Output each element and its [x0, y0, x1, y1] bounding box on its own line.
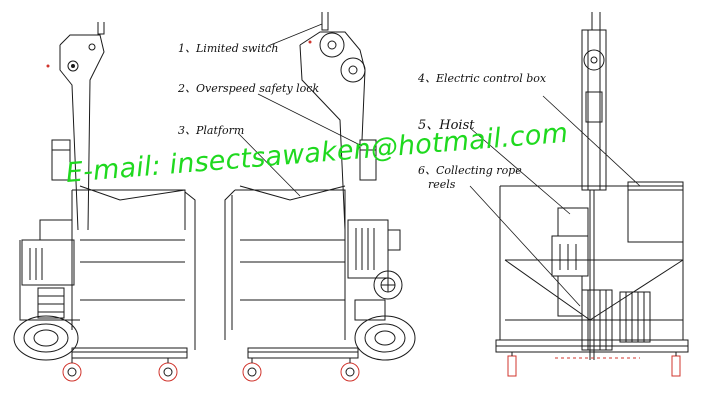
- label-limited-switch: 1、Limited switch: [178, 42, 279, 55]
- center-side-view: [224, 12, 416, 382]
- label-hoist: 5、Hoist: [418, 118, 475, 133]
- label-collecting-rope-reels: reels: [428, 178, 456, 191]
- label-electric-control-box: 4、Electric control box: [418, 72, 547, 85]
- label-collecting-rope: 6、Collecting rope: [418, 164, 522, 177]
- label-platform: 3、Platform: [178, 124, 245, 137]
- right-front-view: [495, 12, 689, 377]
- leader-lines: [237, 23, 641, 307]
- left-side-view: [13, 22, 196, 382]
- label-overspeed-safety-lock: 2、Overspeed safety lock: [178, 82, 320, 95]
